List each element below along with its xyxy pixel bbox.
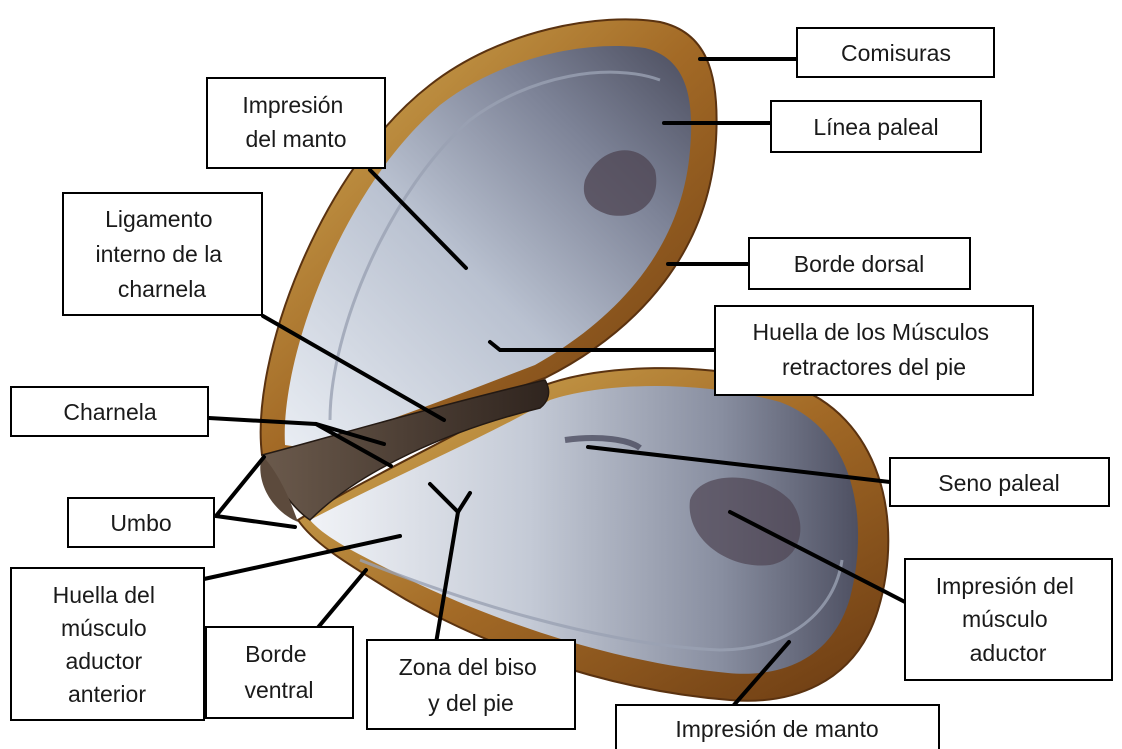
label-seno-paleal-text: Seno paleal: [938, 470, 1060, 496]
svg-text:Seno paleal: Seno paleal: [938, 470, 1060, 496]
label-huella-retractores-line1: Huella de los Músculos: [753, 319, 990, 345]
label-borde-dorsal-text: Borde dorsal: [794, 251, 924, 277]
svg-text:Umbo: Umbo: [110, 510, 171, 536]
svg-text:Borde dorsal: Borde dorsal: [794, 251, 924, 277]
label-ligamento-line2: interno de la: [96, 241, 223, 267]
label-ligamento-line1: Ligamento: [105, 206, 212, 232]
label-borde-dorsal: Borde dorsal: [749, 238, 970, 289]
label-zona-biso: Zona del biso y del pie: [367, 640, 575, 729]
label-charnela: Charnela: [11, 387, 208, 436]
svg-text:Comisuras: Comisuras: [841, 40, 951, 66]
label-impresion-musculo-aductor-line1: Impresión del: [936, 573, 1074, 599]
label-comisuras-text: Comisuras: [841, 40, 951, 66]
label-huella-retractores: Huella de los Músculos retractores del p…: [715, 306, 1033, 395]
label-impresion-manto-bottom: Impresión de manto: [616, 705, 939, 749]
label-umbo: Umbo: [68, 498, 214, 547]
label-huella-aductor-anterior-line1: Huella del: [53, 582, 155, 608]
label-impresion-manto-top-line1: Impresión: [242, 92, 343, 118]
label-borde-ventral-line2: ventral: [244, 677, 313, 703]
label-impresion-manto-top-line2: del manto: [245, 126, 346, 152]
leader-umbo-1: [216, 457, 264, 516]
label-charnela-text: Charnela: [63, 399, 157, 425]
label-borde-ventral: Borde ventral: [206, 627, 353, 718]
label-comisuras: Comisuras: [797, 28, 994, 77]
label-impresion-musculo-aductor: Impresión del músculo aductor: [905, 559, 1112, 680]
svg-text:Impresión de manto: Impresión de manto: [675, 716, 878, 742]
label-zona-biso-line2: y del pie: [428, 690, 514, 716]
label-impresion-musculo-aductor-line3: aductor: [970, 640, 1047, 666]
svg-text:Línea paleal: Línea paleal: [813, 114, 938, 140]
label-huella-aductor-anterior-line4: anterior: [68, 681, 146, 707]
label-seno-paleal: Seno paleal: [890, 458, 1109, 506]
label-impresion-manto-top: Impresión del manto: [207, 78, 385, 168]
label-linea-paleal-text: Línea paleal: [813, 114, 938, 140]
label-borde-ventral-line1: Borde: [245, 641, 306, 667]
label-ligamento-line3: charnela: [118, 276, 206, 302]
label-linea-paleal: Línea paleal: [771, 101, 981, 152]
label-huella-retractores-line2: retractores del pie: [782, 354, 966, 380]
label-huella-aductor-anterior: Huella del músculo aductor anterior: [11, 568, 204, 720]
svg-text:Charnela: Charnela: [63, 399, 157, 425]
label-huella-aductor-anterior-line2: músculo: [61, 615, 147, 641]
label-huella-aductor-anterior-line3: aductor: [65, 648, 142, 674]
leader-umbo-2: [216, 516, 295, 527]
label-impresion-manto-bottom-text: Impresión de manto: [675, 716, 878, 742]
label-ligamento: Ligamento interno de la charnela: [63, 193, 262, 315]
label-impresion-musculo-aductor-line2: músculo: [962, 606, 1048, 632]
label-umbo-text: Umbo: [110, 510, 171, 536]
label-zona-biso-line1: Zona del biso: [399, 654, 537, 680]
